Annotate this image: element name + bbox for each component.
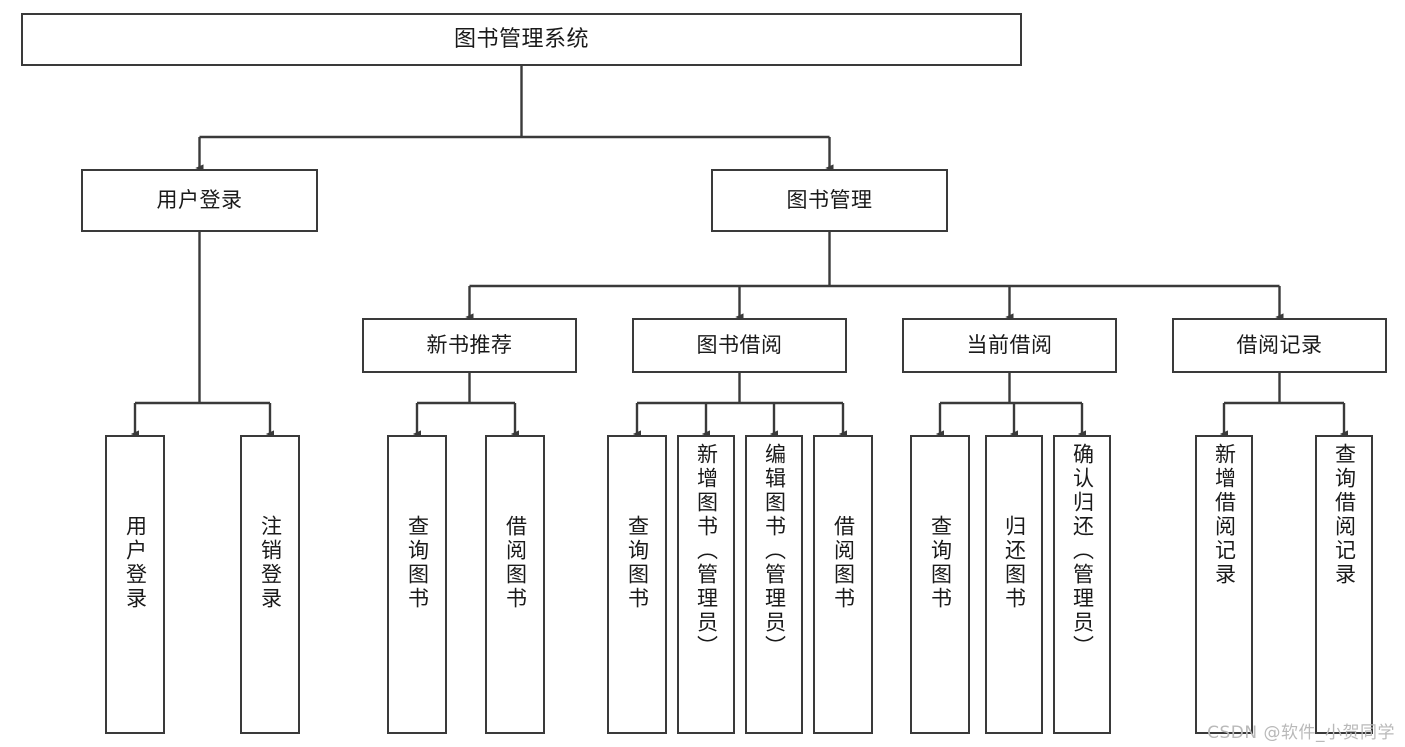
node-label: 查询图书 [405,515,430,611]
node-history[interactable]: 借阅记录 [1172,318,1387,373]
node-b_edit[interactable]: 编辑图书（管理员） [745,435,803,734]
node-newbook[interactable]: 新书推荐 [362,318,577,373]
node-label: 借阅图书 [831,515,856,611]
node-label: 用户登录 [123,515,148,611]
node-label: 图书借阅 [696,333,783,358]
node-borrow[interactable]: 图书借阅 [632,318,847,373]
node-label: 当前借阅 [966,333,1053,358]
node-label: 借阅图书 [503,515,528,611]
node-n_borrow[interactable]: 借阅图书 [485,435,545,734]
node-c_confirm[interactable]: 确认归还（管理员） [1053,435,1111,734]
node-n_query[interactable]: 查询图书 [387,435,447,734]
node-c_return[interactable]: 归还图书 [985,435,1043,734]
node-l_login[interactable]: 用户登录 [105,435,165,734]
node-label: 新增图书（管理员） [694,443,719,659]
node-label: 归还图书 [1002,515,1027,611]
node-label: 查询图书 [625,515,650,611]
node-label: 编辑图书（管理员） [762,443,787,659]
node-root[interactable]: 图书管理系统 [21,13,1022,66]
node-b_borrow[interactable]: 借阅图书 [813,435,873,734]
node-label: 图书管理 [786,188,873,213]
node-label: 新书推荐 [426,333,513,358]
node-label: 图书管理系统 [453,26,589,52]
node-label: 确认归还（管理员） [1070,443,1095,659]
node-label: 查询借阅记录 [1332,443,1357,587]
node-label: 查询图书 [928,515,953,611]
node-b_add[interactable]: 新增图书（管理员） [677,435,735,734]
node-h_query[interactable]: 查询借阅记录 [1315,435,1373,734]
node-login[interactable]: 用户登录 [81,169,318,232]
node-label: 新增借阅记录 [1212,443,1237,587]
node-label: 借阅记录 [1236,333,1323,358]
node-h_add[interactable]: 新增借阅记录 [1195,435,1253,734]
node-b_query[interactable]: 查询图书 [607,435,667,734]
node-label: 用户登录 [156,188,243,213]
node-bookmgmt[interactable]: 图书管理 [711,169,948,232]
node-current[interactable]: 当前借阅 [902,318,1117,373]
node-l_logout[interactable]: 注销登录 [240,435,300,734]
node-label: 注销登录 [258,515,283,611]
node-c_query[interactable]: 查询图书 [910,435,970,734]
